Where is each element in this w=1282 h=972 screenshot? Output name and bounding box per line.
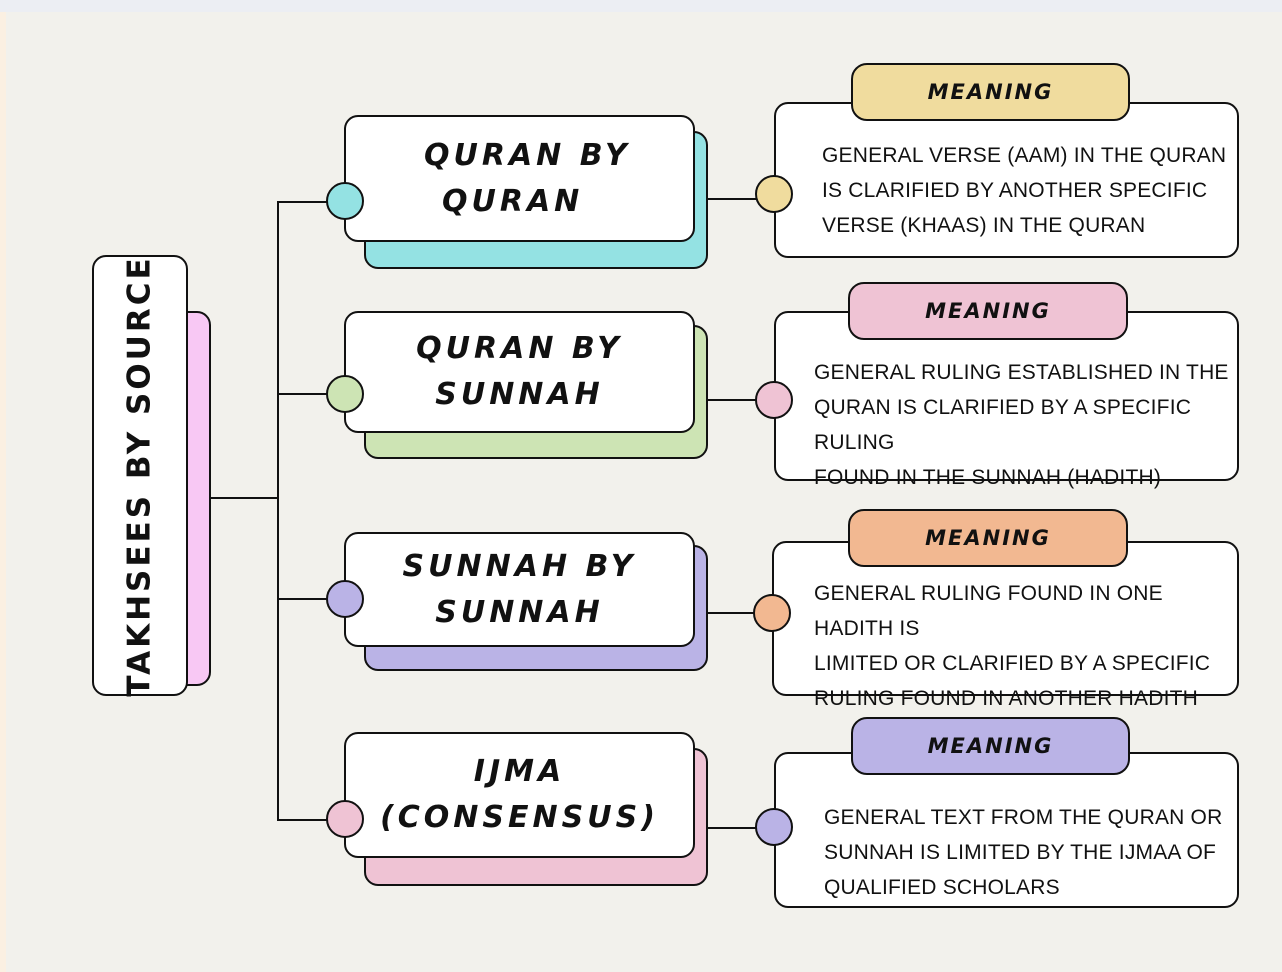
source-label-line-2: SUNNAH	[435, 377, 604, 412]
source-label-line-2: QURAN	[442, 183, 584, 219]
meaning-description-4: GENERAL TEXT FROM THE QURAN OR SUNNAH IS…	[824, 800, 1222, 905]
source-node-dot-2[interactable]	[326, 375, 364, 413]
meaning-connector-4	[706, 827, 758, 829]
description-line: QUALIFIED SCHOLARS	[824, 876, 1060, 899]
description-line: GENERAL TEXT FROM THE QURAN OR	[824, 806, 1223, 829]
left-edge-strip	[0, 12, 6, 972]
branch-connector-2	[277, 393, 329, 395]
meaning-label: MEANING	[927, 734, 1054, 758]
meaning-tab-1: MEANING	[851, 63, 1130, 121]
description-line: LIMITED OR CLARIFIED BY A SPECIFIC	[814, 652, 1211, 675]
meaning-card-4: GENERAL TEXT FROM THE QURAN OR SUNNAH IS…	[774, 752, 1239, 908]
source-label-line-1: SUNNAH BY	[402, 548, 637, 584]
description-line: RULING FOUND IN ANOTHER HADITH	[814, 687, 1199, 710]
branch-connector-4	[277, 819, 329, 821]
meaning-tab-2: MEANING	[848, 282, 1128, 340]
root-title: TAKHSEES BY SOURCE	[122, 254, 159, 697]
meaning-description-2: GENERAL RULING ESTABLISHED IN THE QURAN …	[814, 355, 1237, 495]
source-label-line-1: QURAN BY	[416, 331, 623, 366]
source-node-dot-4[interactable]	[326, 800, 364, 838]
description-line: GENERAL RULING FOUND IN ONE HADITH IS	[814, 582, 1163, 640]
description-line: SUNNAH IS LIMITED BY THE IJMAA OF	[824, 841, 1217, 864]
meaning-tab-3: MEANING	[848, 509, 1128, 567]
source-label-line-1: IJMA	[473, 754, 566, 789]
meaning-label: MEANING	[925, 526, 1051, 550]
source-node-quran-by-quran[interactable]: QURAN BY QURAN	[344, 115, 695, 242]
description-line: VERSE (KHAAS) IN THE QURAN	[822, 214, 1146, 237]
meaning-description-3: GENERAL RULING FOUND IN ONE HADITH IS LI…	[814, 576, 1237, 716]
source-node-quran-by-sunnah[interactable]: QURAN BY SUNNAH	[344, 311, 695, 433]
branch-connector-3	[277, 598, 329, 600]
meaning-connector-2	[706, 399, 758, 401]
source-node-sunnah-by-sunnah[interactable]: SUNNAH BY SUNNAH	[344, 532, 695, 647]
meaning-connector-3	[706, 612, 758, 614]
root-node[interactable]: TAKHSEES BY SOURCE	[92, 255, 188, 696]
source-node-dot-1[interactable]	[326, 182, 364, 220]
meaning-description-1: GENERAL VERSE (AAM) IN THE QURAN IS CLAR…	[822, 138, 1226, 243]
source-label-line-2: SUNNAH	[435, 594, 604, 630]
description-line: GENERAL RULING ESTABLISHED IN THE	[814, 361, 1229, 384]
source-node-dot-3[interactable]	[326, 580, 364, 618]
source-node-ijma[interactable]: IJMA (CONSENSUS)	[344, 732, 695, 858]
root-connector	[209, 497, 279, 499]
meaning-dot-4[interactable]	[755, 808, 793, 846]
branch-connector-1	[277, 201, 329, 203]
meaning-tab-4: MEANING	[851, 717, 1130, 775]
description-line: QURAN IS CLARIFIED BY A SPECIFIC RULING	[814, 396, 1192, 454]
description-line: FOUND IN THE SUNNAH (HADITH)	[814, 466, 1162, 489]
meaning-connector-1	[706, 198, 758, 200]
meaning-dot-2[interactable]	[755, 381, 793, 419]
source-label-line-1: QURAN BY	[424, 137, 631, 173]
description-line: GENERAL VERSE (AAM) IN THE QURAN	[822, 144, 1227, 167]
meaning-dot-1[interactable]	[755, 175, 793, 213]
meaning-dot-3[interactable]	[753, 594, 791, 632]
meaning-label: MEANING	[927, 80, 1054, 104]
meaning-card-1: GENERAL VERSE (AAM) IN THE QURAN IS CLAR…	[774, 102, 1239, 258]
trunk-line	[277, 201, 279, 821]
description-line: IS CLARIFIED BY ANOTHER SPECIFIC	[822, 179, 1208, 202]
meaning-label: MEANING	[925, 299, 1051, 323]
source-label-line-2: (CONSENSUS)	[380, 800, 659, 835]
